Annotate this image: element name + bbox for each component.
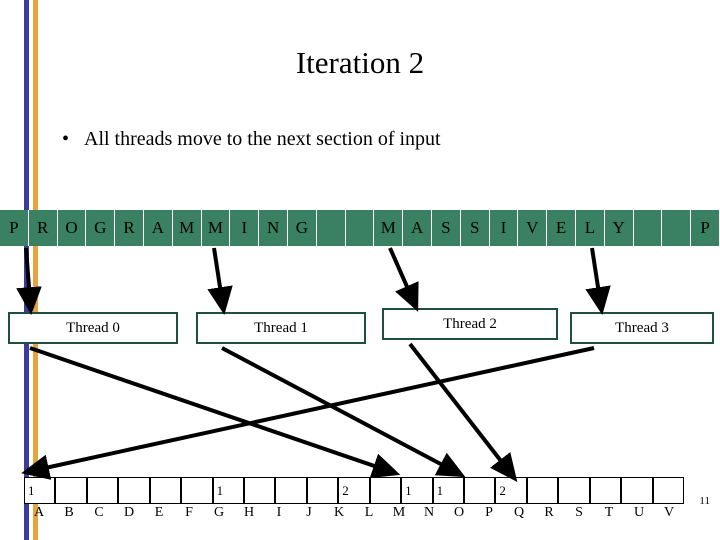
counts-cell — [149, 477, 182, 504]
counts-label: U — [633, 505, 645, 520]
thread-box-2[interactable]: Thread 2 — [382, 308, 558, 340]
counts-cell — [589, 477, 622, 504]
thread-label-0: Thread 0 — [66, 319, 120, 336]
thread-label-3: Thread 3 — [615, 319, 669, 336]
counts-cell — [244, 477, 276, 504]
counts-cell — [558, 477, 590, 504]
thread-box-1[interactable]: Thread 1 — [196, 312, 366, 344]
counts-cell — [275, 477, 307, 504]
input-cell: M — [374, 210, 404, 246]
input-cell: E — [547, 210, 576, 246]
input-cell: R — [28, 210, 58, 246]
thread-label-2: Thread 2 — [443, 315, 497, 332]
input-cell — [633, 210, 663, 246]
counts-label: G — [213, 505, 225, 520]
input-cell: M — [172, 210, 202, 246]
input-cell: P — [691, 210, 720, 246]
input-cell: A — [144, 210, 173, 246]
input-cell: G — [86, 210, 116, 246]
counts-label: I — [276, 505, 282, 520]
decorative-bar-orange — [33, 0, 38, 540]
counts-label: N — [423, 505, 435, 520]
counts-label: Q — [513, 505, 525, 520]
counts-cell — [86, 477, 119, 504]
input-cell: P — [0, 210, 29, 246]
counts-cell — [306, 477, 339, 504]
counts-label: F — [185, 505, 193, 520]
counts-label: O — [453, 505, 465, 520]
input-cell: L — [576, 210, 605, 246]
thread-box-0[interactable]: Thread 0 — [8, 312, 178, 344]
counts-label: D — [123, 505, 135, 520]
slide-number: 11 — [699, 495, 710, 507]
counts-label: C — [94, 505, 104, 520]
counts-array-labels: A B C D E F G H I J K L M N O P Q R S T U V — [24, 505, 684, 525]
counts-cell — [181, 477, 213, 504]
input-cell: O — [57, 210, 87, 246]
counts-label: H — [243, 505, 255, 520]
bullet-line: • All threads move to the next section of… — [62, 128, 682, 151]
counts-cell: 1 — [401, 477, 433, 504]
counts-cell: 1 — [24, 477, 56, 504]
counts-cell — [55, 477, 87, 504]
input-cell: V — [518, 210, 548, 246]
counts-cell: 1 — [212, 477, 244, 504]
thread-box-3[interactable]: Thread 3 — [570, 312, 714, 344]
counts-label: P — [485, 505, 493, 520]
counts-label: B — [64, 505, 74, 520]
input-cell: I — [489, 210, 519, 246]
input-cell: M — [201, 210, 231, 246]
counts-cell: 1 — [432, 477, 464, 504]
input-cell: R — [115, 210, 144, 246]
input-cell — [316, 210, 346, 246]
counts-label: T — [604, 505, 614, 520]
input-cell: N — [259, 210, 288, 246]
counts-label: K — [333, 505, 345, 520]
counts-cell: 2 — [495, 477, 527, 504]
input-cell: G — [288, 210, 317, 246]
counts-cell: 2 — [338, 477, 370, 504]
thread-label-1: Thread 1 — [254, 319, 308, 336]
input-cell: Y — [604, 210, 634, 246]
counts-label: E — [154, 505, 164, 520]
counts-label: M — [392, 505, 406, 520]
counts-cell — [526, 477, 559, 504]
bullet-text: All threads move to the next section of … — [84, 128, 441, 150]
counts-label: J — [306, 505, 312, 520]
counts-cell — [118, 477, 150, 504]
counts-label: V — [663, 505, 675, 520]
decorative-bar-blue — [24, 0, 29, 540]
input-cell: S — [460, 210, 490, 246]
input-cell: I — [230, 210, 260, 246]
input-cell: S — [432, 210, 461, 246]
counts-label: L — [364, 505, 374, 520]
counts-cell — [464, 477, 496, 504]
counts-label: R — [544, 505, 554, 520]
bullet-marker: • — [62, 128, 70, 150]
counts-cell — [621, 477, 653, 504]
counts-label: A — [33, 505, 45, 520]
page-title: Iteration 2 — [295, 45, 425, 80]
input-cell — [345, 210, 375, 246]
input-cell: A — [403, 210, 432, 246]
input-cell — [662, 210, 692, 246]
counts-label: S — [575, 505, 583, 520]
counts-cell — [652, 477, 684, 504]
counts-cell — [369, 477, 402, 504]
